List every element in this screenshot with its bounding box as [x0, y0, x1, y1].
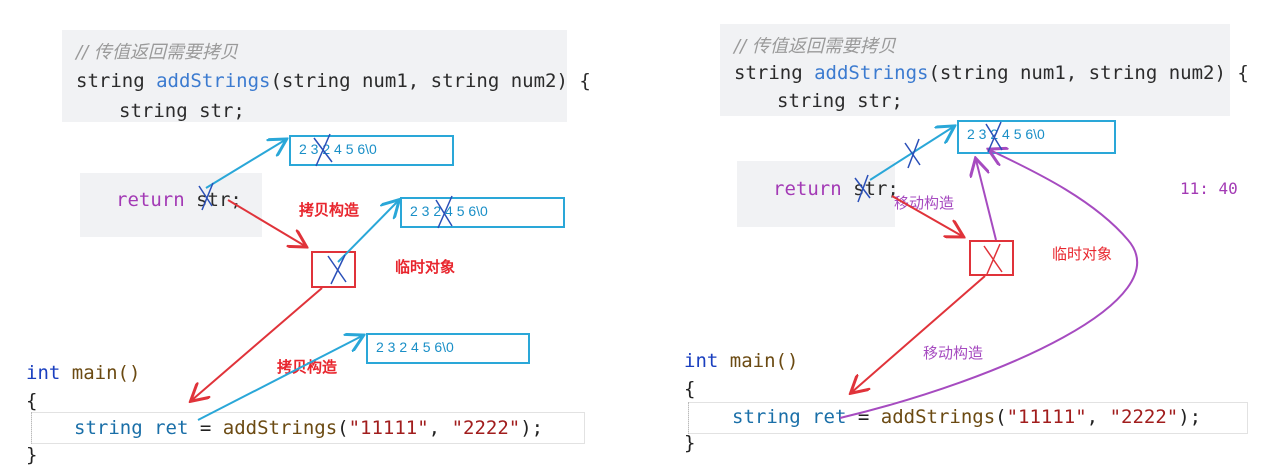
left-label-copy-construct-1: 拷贝构造 — [299, 201, 360, 219]
right-arg2: "2222" — [1109, 406, 1179, 428]
left-arrow-str-to-box1 — [205, 140, 285, 189]
right-temp-object-box — [969, 240, 1014, 276]
right-string-box: 2 3 2 4 5 6\0 — [957, 120, 1116, 154]
left-close-brace: } — [26, 444, 38, 466]
right-close-brace: } — [684, 432, 696, 454]
right-call-fn: addStrings — [880, 406, 996, 428]
right-return-kw: return — [773, 178, 842, 200]
left-signature: string addStrings(string num1, string nu… — [76, 70, 591, 92]
right-timestamp: 11: 40 — [1180, 179, 1238, 198]
left-sig-params: (string num1, string num2) { — [270, 70, 591, 92]
left-cross-box2 — [435, 195, 453, 229]
right-open-paren: ( — [995, 406, 1007, 428]
right-arrow-temp-to-box — [976, 160, 997, 241]
left-main-fn: main() — [71, 362, 141, 384]
left-string-box-2: 2 3 2 4 5 6\0 — [400, 197, 565, 228]
right-cross-temp — [983, 243, 1003, 275]
right-end: ); — [1178, 406, 1202, 428]
right-cross-return — [904, 138, 921, 169]
right-main-signature: int main() — [684, 350, 798, 372]
right-sig-type: string — [734, 62, 803, 84]
right-label-move-construct-2: 移动构造 — [923, 344, 984, 362]
left-end: ); — [520, 417, 544, 439]
left-arrow-temp-to-ret — [192, 287, 323, 400]
right-arrow-temp-to-ret — [852, 275, 986, 392]
right-comma: , — [1086, 406, 1110, 428]
left-call-fn: addStrings — [222, 417, 338, 439]
right-main-fn: main() — [729, 350, 799, 372]
left-indent-guide — [31, 412, 32, 444]
left-cross-str — [198, 182, 214, 211]
right-ret-var: ret — [812, 406, 847, 428]
left-cross-box1 — [313, 133, 333, 167]
right-signature: string addStrings(string num1, string nu… — [734, 62, 1249, 84]
right-cross-str — [854, 174, 871, 203]
left-sig-fn: addStrings — [156, 70, 271, 92]
right-eq: = — [846, 406, 881, 428]
left-ret-var: ret — [154, 417, 189, 439]
left-int-kw: int — [26, 362, 61, 384]
left-arrow-ret-to-box3 — [197, 336, 362, 421]
right-label-temp-object: 临时对象 — [1052, 245, 1113, 263]
left-main-body: string ret = addStrings("11111", "2222")… — [74, 417, 543, 439]
left-body-line: string str; — [119, 100, 245, 122]
right-label-move-construct-1: 移动构造 — [894, 194, 955, 212]
right-ret-type: string — [732, 406, 801, 428]
left-string-box-3: 2 3 2 4 5 6\0 — [366, 333, 530, 364]
left-arrow-temp-to-box2 — [337, 201, 398, 263]
left-return-kw: return — [116, 189, 185, 211]
left-return-code: return str; — [80, 173, 262, 237]
right-comment: // 传值返回需要拷贝 — [734, 36, 896, 57]
left-cross-temp — [327, 254, 347, 285]
left-comma: , — [428, 417, 452, 439]
left-main-signature: int main() — [26, 362, 140, 384]
left-comment: // 传值返回需要拷贝 — [76, 42, 238, 63]
left-sig-type: string — [76, 70, 145, 92]
right-return-code: return str; — [737, 161, 899, 227]
right-cross-box — [985, 121, 1003, 153]
right-open-brace: { — [684, 378, 696, 400]
left-open-brace: { — [26, 390, 38, 412]
right-arg1: "11111" — [1006, 406, 1087, 428]
right-arrow-str-to-temp — [891, 195, 962, 236]
right-sig-params: (string num1, string num2) { — [928, 62, 1249, 84]
right-sig-fn: addStrings — [814, 62, 929, 84]
left-open-paren: ( — [337, 417, 349, 439]
left-arg1: "11111" — [348, 417, 429, 439]
right-main-body: string ret = addStrings("11111", "2222")… — [732, 406, 1201, 428]
left-temp-object-box — [311, 251, 356, 288]
left-eq: = — [188, 417, 223, 439]
right-body-line: string str; — [777, 90, 903, 112]
left-function-code: // 传值返回需要拷贝 string addStrings(string num… — [62, 30, 591, 122]
right-int-kw: int — [684, 350, 719, 372]
left-arg2: "2222" — [451, 417, 521, 439]
left-arrow-str-to-temp — [227, 199, 305, 246]
left-label-temp-object: 临时对象 — [395, 258, 456, 276]
left-ret-type: string — [74, 417, 143, 439]
right-indent-guide — [688, 402, 689, 434]
right-arrow-ret-to-box-curve — [839, 150, 1138, 419]
right-function-code: // 传值返回需要拷贝 string addStrings(string num… — [720, 24, 1249, 116]
